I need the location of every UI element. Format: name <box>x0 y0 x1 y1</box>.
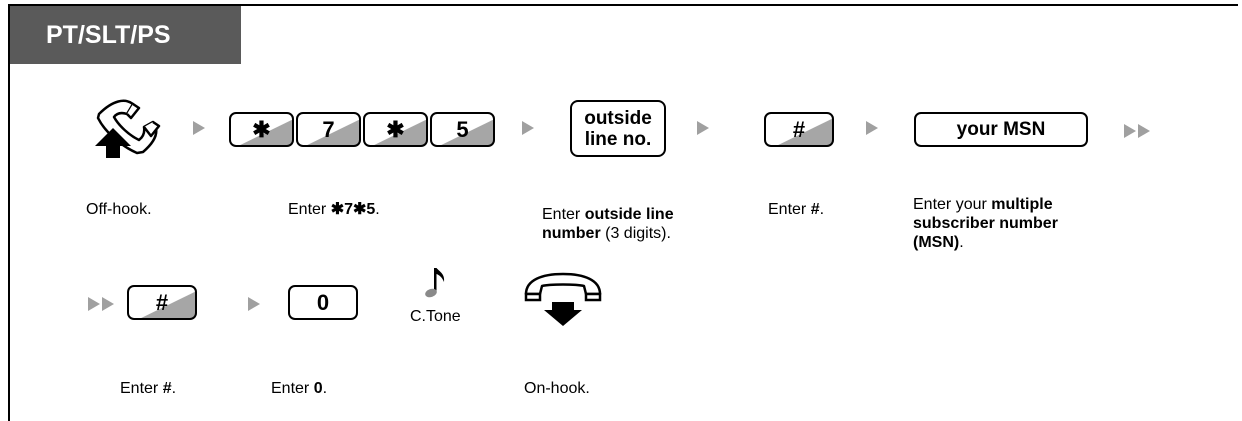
caption-enter-outside-line: Enter outside line number (3 digits). <box>542 206 674 242</box>
step-arrow-icon <box>866 121 878 135</box>
zero-key: 0 <box>288 285 358 320</box>
hash-key: # <box>764 112 834 147</box>
continue-arrow-icon <box>88 297 114 311</box>
confirmation-tone-label: C.Tone <box>410 308 461 325</box>
on-hook-phone-icon <box>524 272 602 326</box>
step-arrow-icon <box>193 121 205 135</box>
caption-on-hook: On-hook. <box>524 380 590 397</box>
step-arrow-icon <box>697 121 709 135</box>
caption-enter-code: Enter ✱7✱5. <box>288 201 380 218</box>
header-tab: PT/SLT/PS <box>10 6 241 64</box>
outside-line-key-label-line1: outside <box>584 107 652 129</box>
five-key: 5 <box>430 112 495 147</box>
caption-enter-hash: Enter #. <box>768 201 825 218</box>
frame-top-border <box>8 4 1238 6</box>
outside-line-number-key: outside line no. <box>570 100 666 157</box>
confirmation-tone-icon <box>425 268 445 298</box>
caption-off-hook: Off-hook. <box>86 201 152 218</box>
step-arrow-icon <box>248 297 260 311</box>
outside-line-key-label-line2: line no. <box>584 128 652 150</box>
off-hook-phone-icon <box>95 99 161 158</box>
step-arrow-icon <box>522 121 534 135</box>
caption-enter-msn: Enter your multiple subscriber number (M… <box>913 196 1058 251</box>
seven-key: 7 <box>296 112 361 147</box>
hash-key: # <box>127 285 197 320</box>
msn-key: your MSN <box>914 112 1088 147</box>
star-key: ✱ <box>363 112 428 147</box>
continue-arrow-icon <box>1124 124 1150 138</box>
star-key: ✱ <box>229 112 294 147</box>
caption-enter-hash: Enter #. <box>120 380 177 397</box>
caption-enter-zero: Enter 0. <box>271 380 328 397</box>
frame-left-border <box>8 4 10 421</box>
